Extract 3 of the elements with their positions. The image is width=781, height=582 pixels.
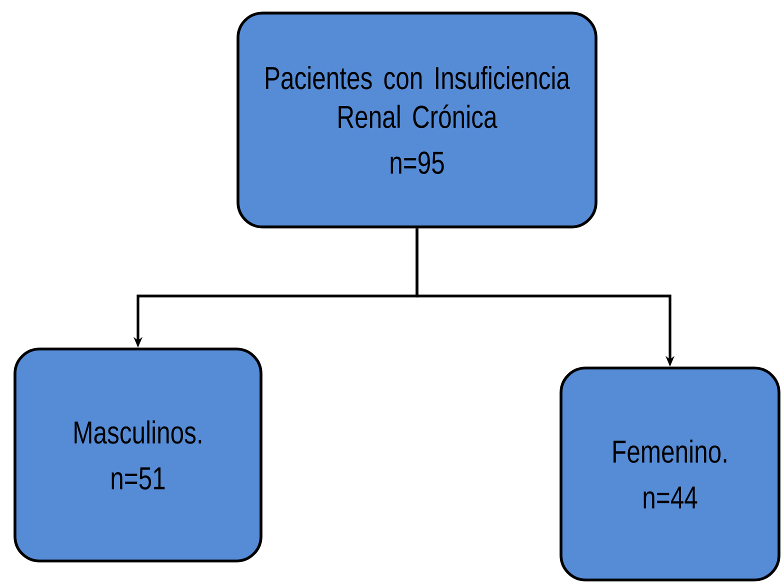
process-box: Pacientes con Insuficiencia Renal Crónica n=95 [236,12,598,228]
process-box: Femenino. n=44 [560,366,780,582]
process-box: Masculinos. n=51 [14,348,262,562]
